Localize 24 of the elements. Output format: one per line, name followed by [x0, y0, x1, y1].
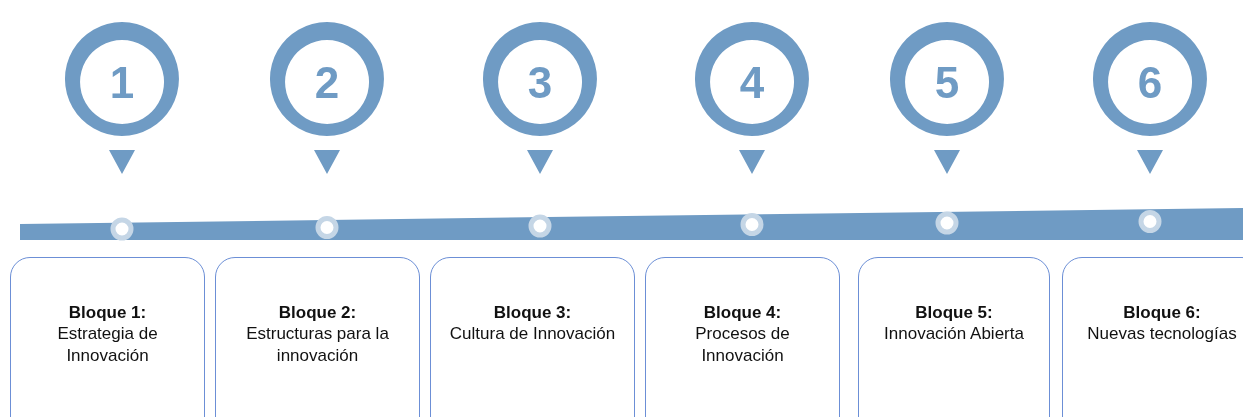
block-card	[858, 257, 1050, 417]
block-card	[645, 257, 840, 417]
step-number: 4	[738, 58, 766, 108]
block-heading: Bloque 1:	[67, 302, 148, 323]
block-card	[1062, 257, 1243, 417]
block-title: Estrategia de Innovación	[56, 323, 159, 367]
block-heading: Bloque 4:	[702, 302, 783, 323]
block-card	[430, 257, 635, 417]
block-heading: Bloque 2:	[277, 302, 358, 323]
block-title: Estructuras para la innovación	[245, 323, 390, 367]
step-number: 3	[526, 58, 554, 108]
step-number: 5	[933, 58, 961, 108]
step-number: 2	[313, 58, 341, 108]
block-heading: Bloque 3:	[492, 302, 573, 323]
step-number: 6	[1136, 58, 1164, 108]
step-number: 1	[108, 58, 136, 108]
block-title: Nuevas tecnologías	[1086, 323, 1238, 345]
block-title: Procesos de Innovación	[694, 323, 791, 367]
block-heading: Bloque 5:	[914, 302, 994, 323]
block-title: Cultura de Innovación	[448, 323, 617, 345]
block-card	[10, 257, 205, 417]
block-title: Innovación Abierta	[883, 323, 1025, 345]
block-heading: Bloque 6:	[1122, 302, 1202, 323]
block-card	[215, 257, 420, 417]
